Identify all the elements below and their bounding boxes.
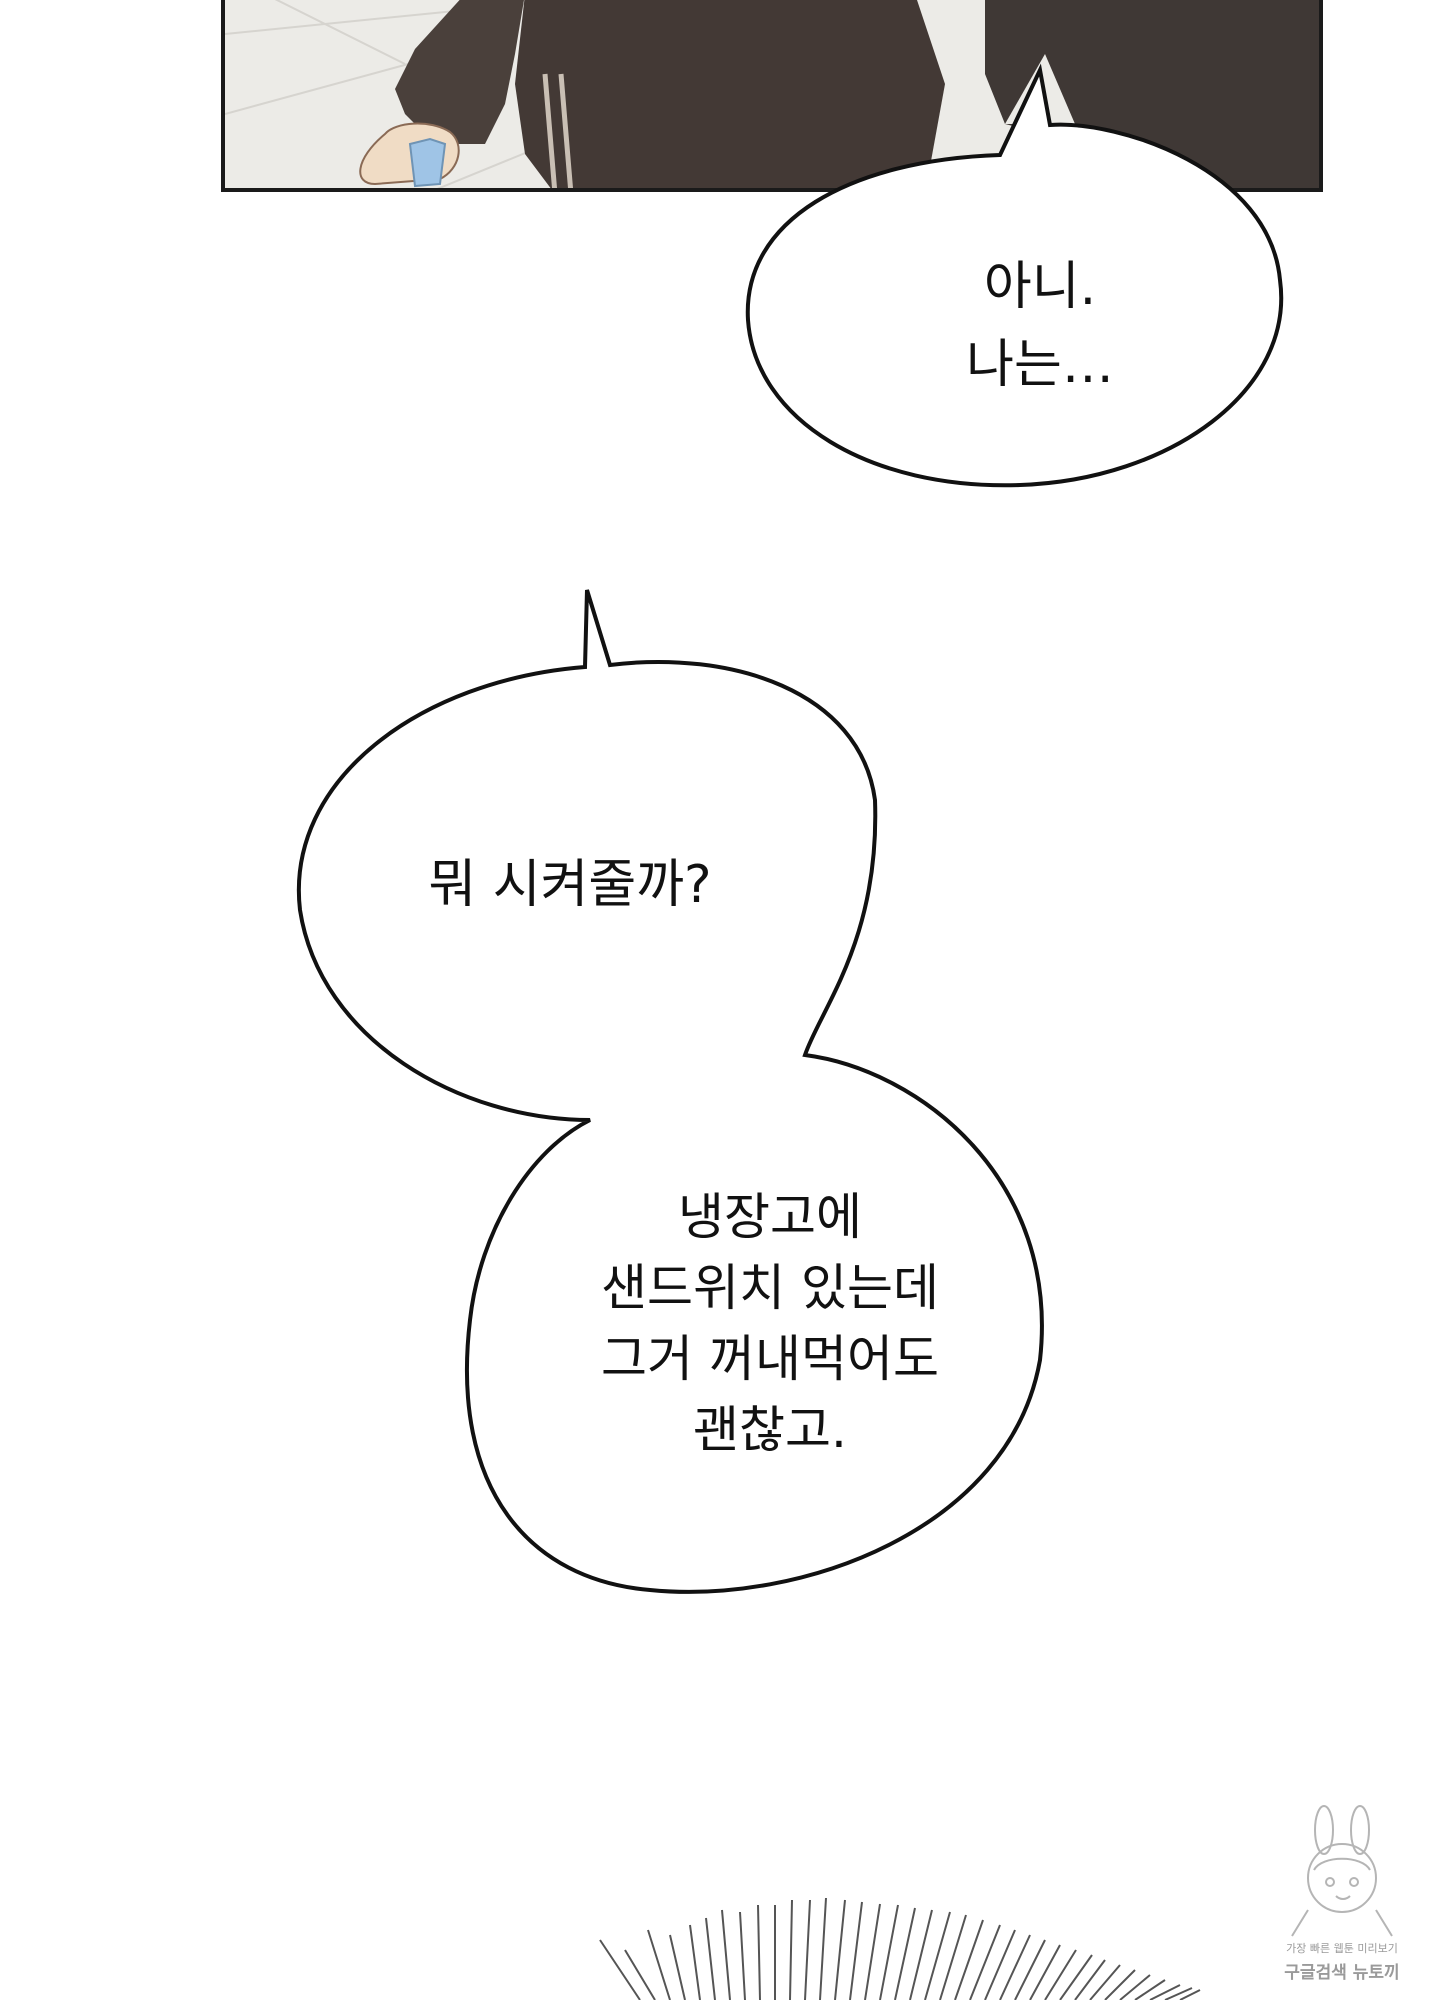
dialogue-line: 그거 꺼내먹어도: [601, 1330, 939, 1388]
bunny-girl-mascot-icon: [1291, 1805, 1393, 1937]
watermark-tagline: 가장 빠른 웹툰 미리보기: [1286, 1942, 1398, 1955]
dialogue-line: 뭐 시켜줄까?: [428, 855, 712, 915]
dialogue-line: 아니.: [983, 257, 1097, 317]
blue-cup: [408, 137, 447, 188]
dialogue-line: 나는…: [966, 335, 1114, 395]
speech-bubble-first: [745, 63, 1284, 488]
watermark-site-name: 구글검색 뉴토끼: [1284, 1963, 1400, 1983]
speech-bubble-second-lower-text: 냉장고에 샌드위치 있는데 그거 꺼내먹어도 괜찮고.: [520, 1182, 1020, 1466]
dialogue-line: 괜찮고.: [693, 1401, 847, 1459]
jacket-body: [515, 0, 945, 188]
dialogue-line: 샌드위치 있는데: [601, 1259, 939, 1317]
speech-bubble-second: [296, 589, 1044, 1594]
site-watermark: 가장 빠른 웹툰 미리보기 구글검색 뉴토끼: [1262, 1800, 1422, 1990]
speech-bubble-first-text: 아니. 나는…: [880, 248, 1200, 404]
speech-bubble-second-upper-text: 뭐 시켜줄까?: [340, 852, 800, 918]
dialogue-line: 냉장고에: [678, 1188, 862, 1246]
jacket-sleeve: [395, 0, 524, 144]
burst-effect-lines: [599, 1897, 1201, 2000]
